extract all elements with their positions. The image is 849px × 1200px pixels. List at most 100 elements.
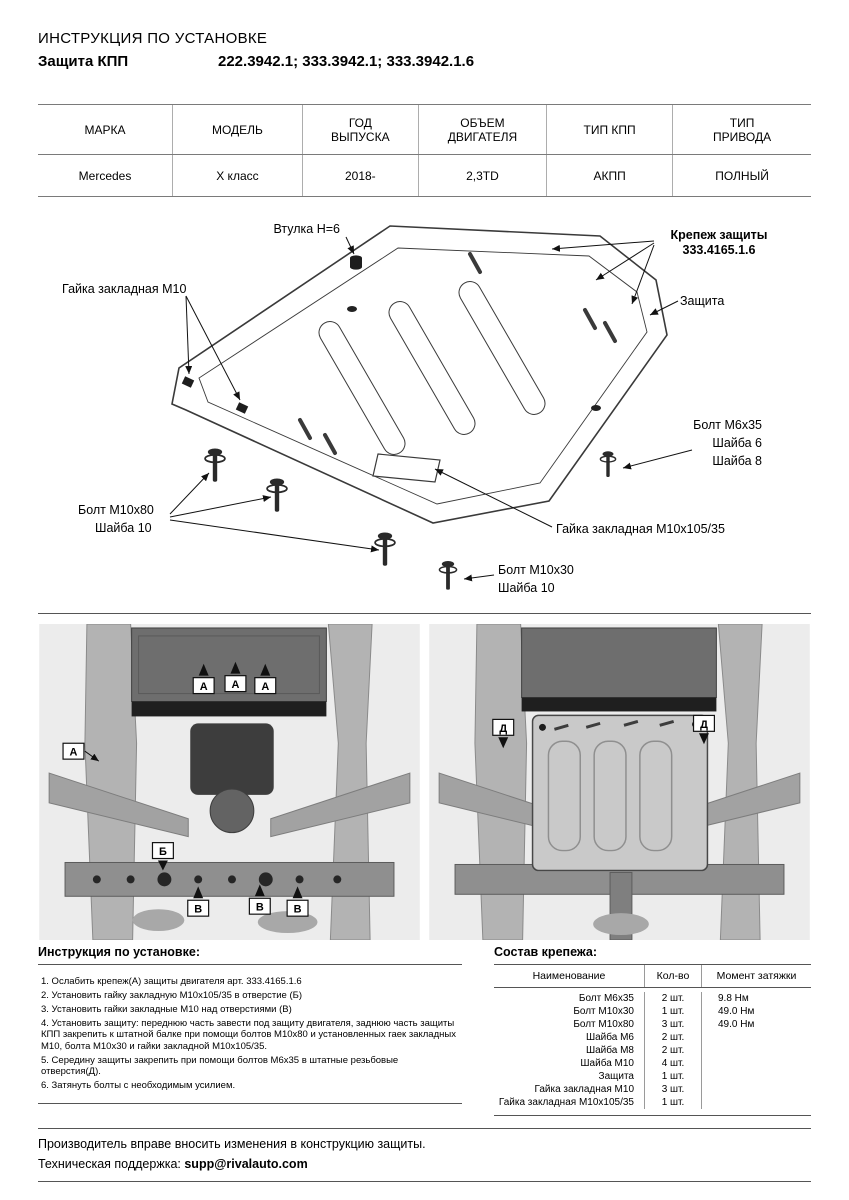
hardware-row: Гайка закладная М10 3 шт. (494, 1083, 811, 1096)
svg-text:А: А (261, 681, 269, 693)
plate-bolt-head (347, 306, 357, 312)
label-bolt-m10x80: Болт М10х80 (78, 503, 154, 517)
article-numbers: 222.3942.1; 333.3942.1; 333.3942.1.6 (218, 53, 475, 70)
front-crossmember (131, 701, 327, 717)
support-label: Техническая поддержка: (38, 1157, 181, 1171)
label-fastener-kit-line1: Крепеж защиты (671, 228, 768, 242)
gearbox (190, 723, 274, 795)
hardware-row: Шайба М6 2 шт. (494, 1031, 811, 1044)
clip-nut-icon (181, 376, 195, 388)
instruction-step: 6. Затянуть болты с необходимым усилием. (41, 1080, 236, 1091)
exhaust (132, 909, 185, 932)
hardware-row: Болт М6х35 2 шт. 9.8 Нм (578, 992, 749, 1005)
bolt-m10x80-icon (374, 531, 396, 567)
installation-instructions: Инструкция по установке: 1. Ослабить кре… (38, 945, 462, 1104)
spec-header-gearbox: ТИП КПП (546, 104, 673, 155)
support-email: supp@rivalauto.com (184, 1157, 308, 1171)
crossmember-holes (92, 872, 342, 887)
installed-shield-plate (531, 714, 709, 872)
bolt-m10x80-icon (204, 447, 226, 483)
hardware-list: Состав крепежа: Наименование Кол-во Моме… (494, 945, 811, 1116)
plate-bolt-head (591, 405, 601, 411)
spec-value-brand: Mercedes (38, 154, 173, 197)
callout-b: Б (151, 842, 174, 871)
hardware-row: Болт М10х80 3 шт. 49.0 Нм (573, 1018, 755, 1031)
spec-value-gearbox: АКПП (546, 154, 673, 197)
svg-text:А: А (200, 681, 208, 693)
hardware-row: Шайба М10 4 шт. (494, 1057, 811, 1070)
label-bolt-m6x35: Болт М6х35 (693, 418, 762, 432)
svg-text:Д: Д (499, 723, 507, 735)
label-washer-10: Шайба 10 (95, 521, 152, 535)
label-bushing: Втулка Н=6 (273, 222, 340, 236)
label-washer-8: Шайба 8 (712, 454, 762, 468)
clip-nut-icon (235, 402, 249, 414)
document-footer: Производитель вправе вносить изменения в… (38, 1128, 811, 1182)
bolt-m10x80-icon (266, 477, 288, 513)
hw-col-qty: Кол-во (644, 965, 702, 987)
spec-header-model: МОДЕЛЬ (172, 104, 303, 155)
instruction-step: 5. Середину защиты закрепить при помощи … (41, 1054, 399, 1078)
callout-a-top: А (192, 663, 215, 695)
callout-v: В (187, 886, 210, 917)
control-arm-left (48, 772, 189, 838)
spec-header-drive: ТИП ПРИВОДА (672, 104, 811, 155)
instruction-step: 3. Установить гайки закладные М10 над от… (41, 1003, 292, 1015)
oil-pan (209, 788, 255, 834)
manufacturer-note: Производитель вправе вносить изменения в… (38, 1137, 426, 1151)
spec-value-year: 2018- (301, 154, 419, 197)
hardware-row: Шайба М8 2 шт. (494, 1044, 811, 1057)
label-fastener-kit-line2: 333.4165.1.6 (683, 243, 756, 257)
label-clip-nut-m10: Гайка закладная М10 (62, 282, 186, 296)
label-shield: Защита (680, 294, 724, 308)
frame-rails (474, 624, 763, 940)
spec-header-engine: ОБЪЕМ ДВИГАТЕЛЯ (417, 104, 547, 155)
spec-value-row: Mercedes X класс 2018- 2,3TD АКПП ПОЛНЫЙ (38, 154, 811, 197)
page-title: ИНСТРУКЦИЯ ПО УСТАНОВКЕ (38, 30, 268, 47)
svg-text:Д: Д (700, 719, 708, 731)
spec-header-brand: МАРКА (38, 104, 173, 155)
vehicle-spec-table: МАРКА МОДЕЛЬ ГОД ВЫПУСКА ОБЪЕМ ДВИГАТЕЛЯ… (38, 104, 811, 197)
section-divider (38, 613, 811, 614)
hardware-row: Болт М10х30 1 шт. 49.0 Нм (573, 1005, 755, 1018)
front-crossmember (521, 697, 717, 712)
spec-header-year: ГОД ВЫПУСКА (301, 104, 419, 155)
callout-v: В (286, 886, 309, 917)
spec-value-engine: 2,3TD (417, 154, 547, 197)
product-name: Защита КПП (38, 53, 129, 70)
instruction-step: 4. Установить защиту: переднюю часть зав… (41, 1017, 456, 1052)
hardware-row: Гайка закладная М10х105/35 1 шт. (494, 1096, 811, 1109)
hardware-header-row: Наименование Кол-во Момент затяжки (494, 964, 811, 988)
instructions-title: Инструкция по установке: (38, 945, 200, 959)
backing-plate (372, 453, 441, 483)
callout-a-top: А (254, 663, 277, 695)
callout-a-top: А (224, 661, 247, 693)
underbody-photo-before: А А А А Б В В (39, 624, 420, 940)
document-header: ИНСТРУКЦИЯ ПО УСТАНОВКЕ Защита КПП 222.3… (38, 30, 811, 70)
svg-text:А: А (70, 747, 78, 759)
bushing-icon (350, 255, 362, 270)
hardware-title: Состав крепежа: (494, 945, 597, 959)
bolt-m10x30-icon (438, 560, 458, 591)
spec-value-model: X класс (172, 154, 303, 197)
svg-text:В: В (256, 902, 264, 914)
spec-value-drive: ПОЛНЫЙ (672, 154, 811, 197)
frame-rails (84, 624, 373, 940)
instruction-step: 1. Ослабить крепеж(А) защиты двигателя а… (41, 975, 302, 987)
hw-col-torque: Момент затяжки (716, 970, 797, 982)
label-washer-6: Шайба 6 (712, 436, 762, 450)
callout-d: Д (492, 718, 515, 749)
shield-bolt (539, 723, 546, 731)
label-clip-nut-m10x105: Гайка закладная М10х105/35 (556, 522, 725, 536)
leader-lines (169, 236, 693, 582)
hw-col-name: Наименование (532, 970, 606, 982)
svg-text:В: В (194, 904, 202, 916)
label-washer-10-bottom: Шайба 10 (498, 581, 555, 595)
underbody-photo-after: Д Д (429, 624, 810, 940)
exploded-diagram: Втулка Н=6 Крепеж защиты 333.4165.1.6 Га… (62, 222, 768, 595)
callout-v: В (248, 884, 271, 915)
label-bolt-m10x30: Болт М10х30 (498, 563, 574, 577)
svg-text:А: А (232, 679, 240, 691)
exhaust (593, 913, 649, 936)
